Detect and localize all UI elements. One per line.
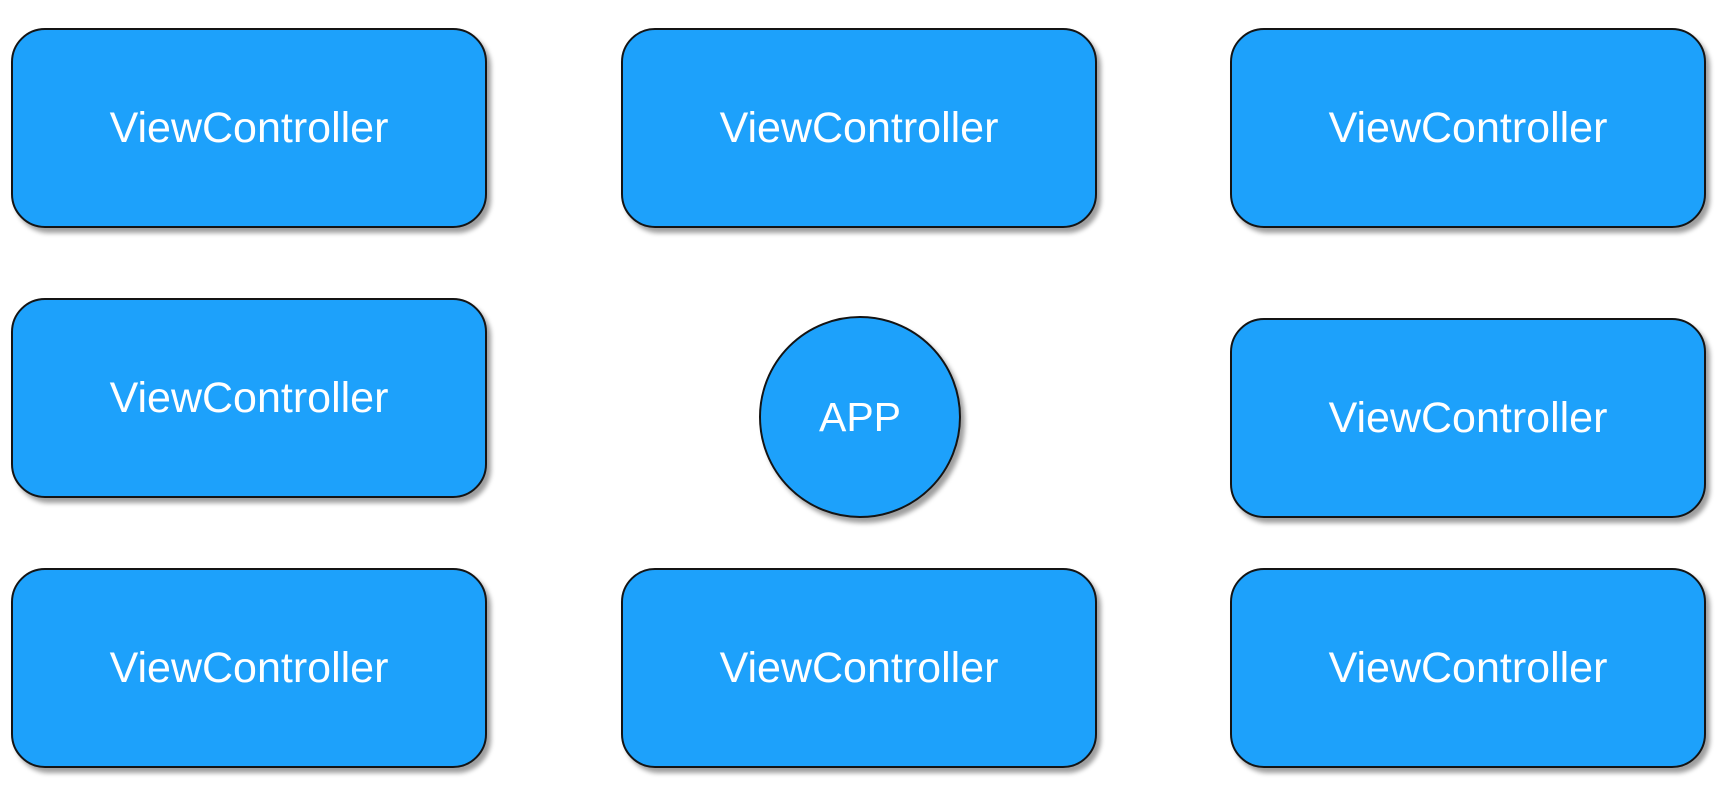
view-controller-top-left: ViewController bbox=[11, 28, 487, 228]
view-controller-top-right: ViewController bbox=[1230, 28, 1706, 228]
view-controller-bottom-center: ViewController bbox=[621, 568, 1097, 768]
view-controller-middle-right: ViewController bbox=[1230, 318, 1706, 518]
view-controller-bottom-right: ViewController bbox=[1230, 568, 1706, 768]
view-controller-middle-left: ViewController bbox=[11, 298, 487, 498]
view-controller-top-center: ViewController bbox=[621, 28, 1097, 228]
view-controller-bottom-left: ViewController bbox=[11, 568, 487, 768]
app-node: APP bbox=[759, 316, 961, 518]
